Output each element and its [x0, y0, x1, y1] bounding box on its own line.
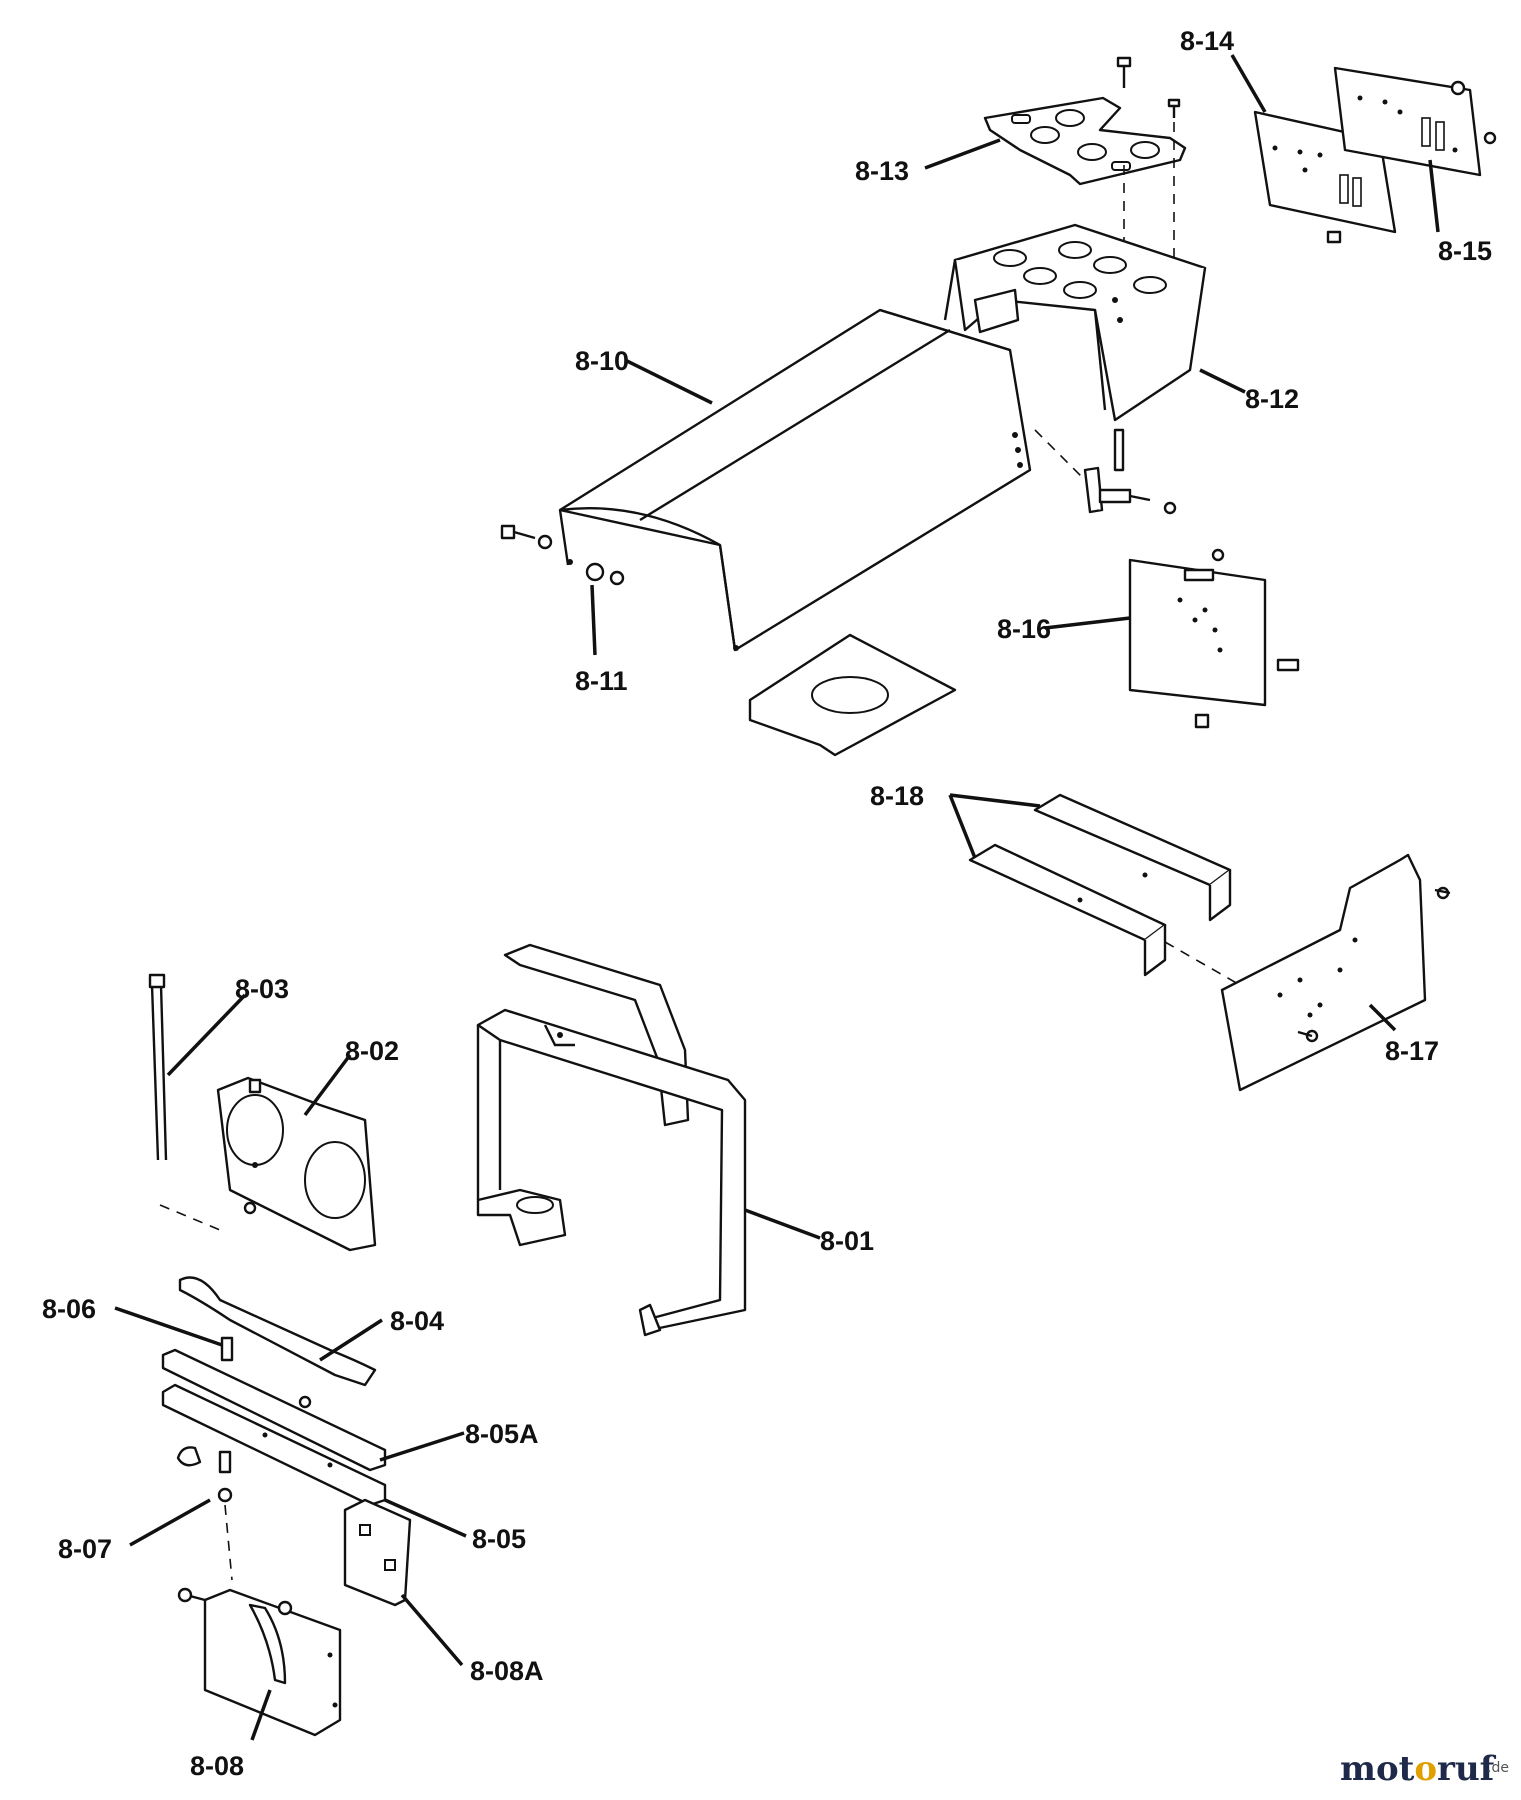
watermark-part2: o [1414, 1749, 1437, 1789]
label-8-06: 8-06 [42, 1294, 96, 1324]
part-8-15-plate [1333, 66, 1497, 177]
label-8-05a: 8-05A [465, 1419, 539, 1449]
label-8-08a: 8-08A [470, 1656, 544, 1686]
part-8-04-bracket [178, 1276, 377, 1387]
label-8-16: 8-16 [997, 614, 1051, 644]
leader-lines [114, 54, 1440, 1741]
watermark-suffix: .de [1487, 1760, 1509, 1776]
watermark-part3: ruf [1437, 1749, 1497, 1789]
part-8-12-dash-panel [943, 223, 1207, 422]
part-8-06-pin [220, 1336, 234, 1362]
part-8-13-plate [983, 56, 1187, 280]
watermark-part1: mot [1340, 1749, 1415, 1789]
part-8-11-bolt-set [500, 524, 625, 586]
label-8-01: 8-01 [820, 1226, 874, 1256]
label-8-14: 8-14 [1180, 26, 1234, 56]
svg-text:motoruf: motoruf [1340, 1749, 1497, 1789]
part-8-03-rod [148, 973, 168, 1161]
part-8-05a-rail [161, 1348, 387, 1472]
label-8-10: 8-10 [575, 346, 629, 376]
label-8-11: 8-11 [575, 666, 628, 696]
part-8-18-brackets [968, 793, 1232, 977]
latch-assembly [1034, 428, 1177, 515]
part-labels: 8-13 8-14 8-15 8-10 8-11 8-12 8-16 8-18 … [42, 26, 1492, 1781]
label-8-03: 8-03 [235, 974, 289, 1004]
label-8-18: 8-18 [870, 781, 924, 811]
label-8-07: 8-07 [58, 1534, 112, 1564]
part-8-07-knob [176, 1446, 233, 1581]
part-8-02-gauge-bezel [159, 1076, 377, 1252]
part-8-08a-bracket [343, 1498, 412, 1607]
part-8-08-block [177, 1587, 342, 1737]
part-8-01-pedestal-frame [476, 943, 747, 1337]
motoruf-watermark-logo: motoruf .de [1340, 1749, 1509, 1789]
label-8-17: 8-17 [1385, 1036, 1439, 1066]
seal-plate [748, 633, 957, 757]
label-8-02: 8-02 [345, 1036, 399, 1066]
label-8-08: 8-08 [190, 1751, 244, 1781]
label-8-05: 8-05 [472, 1524, 526, 1554]
part-8-16-plate [1128, 548, 1300, 729]
label-8-04: 8-04 [390, 1306, 444, 1336]
part-8-10-hood [558, 308, 1032, 652]
label-8-15: 8-15 [1438, 236, 1492, 266]
label-8-12: 8-12 [1245, 384, 1299, 414]
label-8-13: 8-13 [855, 156, 909, 186]
part-8-17-plate [1164, 853, 1451, 1092]
